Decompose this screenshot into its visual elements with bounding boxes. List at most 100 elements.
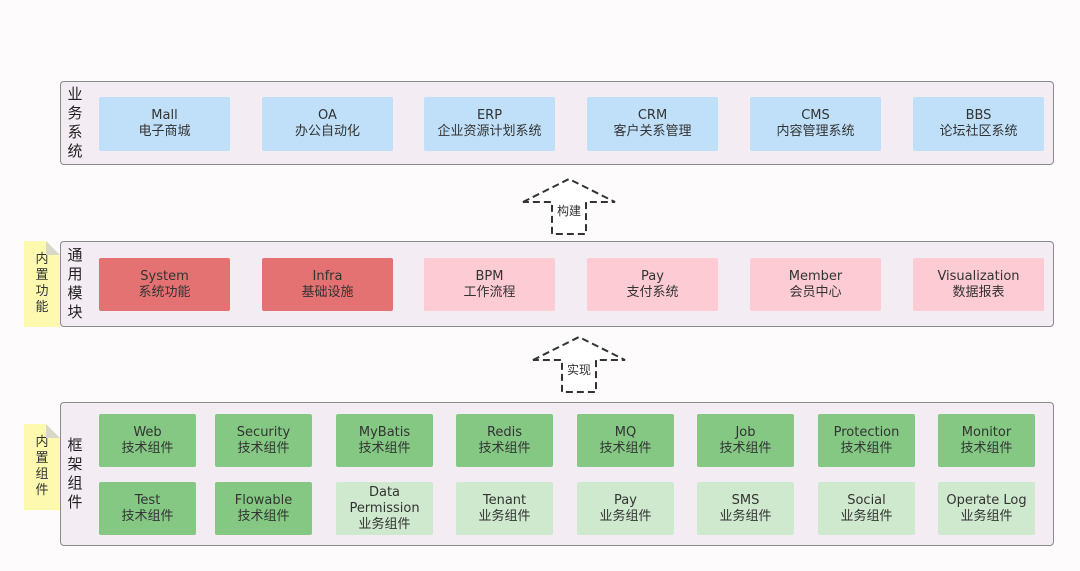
box-en-label: Tenant: [482, 492, 527, 508]
title-char: 框: [67, 436, 83, 454]
component-box-pay: Pay 业务组件: [577, 482, 674, 535]
component-box-flowable: Flowable 技术组件: [215, 482, 312, 535]
box-en-label: MQ: [614, 424, 637, 440]
component-box-mybatis: MyBatis 技术组件: [336, 414, 433, 467]
box-en-label: OA: [318, 108, 337, 123]
build-arrow-label: 构建: [556, 204, 581, 218]
box-en-label: Social: [847, 492, 886, 508]
note-char: 置: [35, 451, 49, 466]
component-box-monitor: Monitor 技术组件: [938, 414, 1035, 467]
box-en-label: BPM: [475, 268, 504, 284]
module-box-visualization: Visualization 数据报表: [913, 258, 1044, 311]
business-box-oa: OA 办公自动化: [262, 97, 393, 151]
framework-layer-title: 框 架 组 件: [65, 403, 85, 545]
component-box-job: Job 技术组件: [697, 414, 794, 467]
box-cn-label: 业务组件: [478, 508, 531, 524]
box-cn-label: 企业资源计划系统: [437, 124, 542, 139]
box-en-label: Mall: [151, 108, 178, 123]
box-en-label: Job: [735, 424, 756, 440]
box-cn-label: 数据报表: [952, 284, 1005, 300]
component-box-tenant: Tenant 业务组件: [456, 482, 553, 535]
box-en-label: Protection: [833, 424, 900, 440]
note-char: 组: [35, 467, 49, 482]
title-char: 件: [67, 493, 83, 511]
title-char: 模: [67, 284, 83, 302]
box-en-label: Security: [236, 424, 291, 440]
component-box-operate-log: Operate Log 业务组件: [938, 482, 1035, 535]
title-char: 通: [67, 246, 83, 264]
box-cn-label: 技术组件: [719, 440, 772, 456]
note-char: 内: [35, 252, 49, 267]
title-char: 业: [67, 85, 83, 103]
module-box-system: System 系统功能: [99, 258, 230, 311]
note-char: 功: [35, 284, 49, 299]
box-cn-label: 客户关系管理: [613, 124, 692, 139]
box-cn-label: 电子商城: [138, 124, 191, 139]
component-box-sms: SMS 业务组件: [697, 482, 794, 535]
box-en-label: Flowable: [234, 492, 293, 508]
box-en-label: Pay: [614, 492, 637, 508]
title-char: 系: [67, 123, 83, 141]
box-en-label: Monitor: [961, 424, 1012, 440]
box-en-label: Infra: [312, 268, 343, 284]
title-char: 用: [67, 265, 83, 283]
framework-components-layer: 框 架 组 件 Web 技术组件 Security 技术组件 MyBatis 技…: [60, 402, 1054, 546]
box-en-label: System: [140, 268, 189, 284]
box-en-label: MyBatis: [358, 424, 411, 440]
box-cn-label: 业务组件: [719, 508, 772, 524]
implement-arrow-label: 实现: [566, 363, 591, 377]
box-cn-label: 系统功能: [138, 284, 191, 300]
box-en-label: Visualization: [937, 268, 1020, 284]
note-char: 内: [35, 435, 49, 450]
box-en-label: Data: [368, 484, 401, 500]
title-char: 组: [67, 474, 83, 492]
box-cn-label: 技术组件: [599, 440, 652, 456]
build-arrow-icon: [522, 177, 616, 235]
title-char: 统: [67, 142, 83, 160]
box-cn-label: 工作流程: [463, 284, 516, 300]
component-box-social: Social 业务组件: [818, 482, 915, 535]
business-layer-title: 业 务 系 统: [65, 82, 85, 164]
box-cn-label: 业务组件: [840, 508, 893, 524]
title-char: 架: [67, 455, 83, 473]
business-box-cms: CMS 内容管理系统: [750, 97, 881, 151]
box-cn-label: 会员中心: [789, 284, 842, 300]
business-box-erp: ERP 企业资源计划系统: [424, 97, 555, 151]
box-en-label-line2: Permission: [349, 500, 420, 516]
title-char: 务: [67, 104, 83, 122]
component-box-security: Security 技术组件: [215, 414, 312, 467]
box-cn-label: 业务组件: [960, 508, 1013, 524]
box-en-label: BBS: [965, 108, 992, 123]
box-en-label: Test: [134, 492, 161, 508]
note-char: 件: [35, 483, 49, 498]
business-box-bbs: BBS 论坛社区系统: [913, 97, 1044, 151]
implement-arrow-icon: [532, 335, 626, 393]
business-box-crm: CRM 客户关系管理: [587, 97, 718, 151]
box-en-label: CMS: [801, 108, 830, 123]
box-cn-label: 业务组件: [599, 508, 652, 524]
note-char: 能: [35, 300, 49, 315]
component-box-test: Test 技术组件: [99, 482, 196, 535]
common-modules-layer: 通 用 模 块 System 系统功能 Infra 基础设施 BPM 工作流程 …: [60, 241, 1054, 327]
component-box-mq: MQ 技术组件: [577, 414, 674, 467]
box-cn-label: 技术组件: [121, 508, 174, 524]
box-en-label: Redis: [486, 424, 523, 440]
box-en-label: Operate Log: [946, 492, 1027, 508]
box-en-label: SMS: [731, 492, 760, 508]
business-box-mall: Mall 电子商城: [99, 97, 230, 151]
component-box-redis: Redis 技术组件: [456, 414, 553, 467]
box-cn-label: 论坛社区系统: [939, 124, 1018, 139]
component-box-data-permission: Data Permission 业务组件: [336, 482, 433, 535]
module-box-bpm: BPM 工作流程: [424, 258, 555, 311]
component-box-web: Web 技术组件: [99, 414, 196, 467]
box-en-label: ERP: [476, 108, 503, 123]
box-cn-label: 业务组件: [358, 516, 411, 532]
box-cn-label: 技术组件: [237, 440, 290, 456]
box-cn-label: 基础设施: [301, 284, 354, 300]
box-cn-label: 技术组件: [960, 440, 1013, 456]
box-cn-label: 技术组件: [840, 440, 893, 456]
box-cn-label: 内容管理系统: [776, 124, 855, 139]
box-en-label: Member: [788, 268, 843, 284]
box-en-label: Web: [133, 424, 162, 440]
box-cn-label: 技术组件: [478, 440, 531, 456]
